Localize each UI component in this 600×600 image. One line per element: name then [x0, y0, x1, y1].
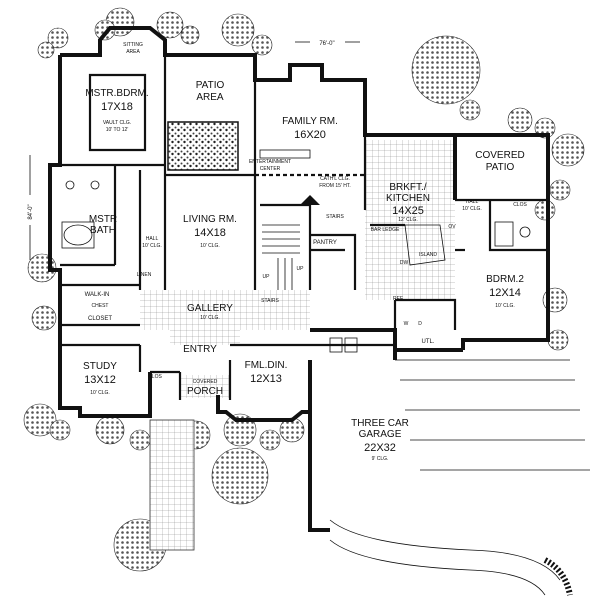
- gallery-name: GALLERY: [187, 303, 233, 314]
- cathedral-ceiling-label-2: FROM 15' HT.: [319, 183, 351, 189]
- master-bedroom-name: MSTR.BDRM.: [85, 88, 148, 99]
- patio-hedge: [167, 121, 239, 171]
- master-bedroom-note-2: 10' TO 12': [106, 127, 129, 133]
- sitting-area-label-2: AREA: [126, 49, 140, 55]
- kitchen-note: 12' CLG.: [398, 217, 418, 223]
- island-label: ISLAND: [419, 252, 437, 258]
- stairs-label-2: STAIRS: [261, 298, 279, 304]
- master-bedroom-size: 17X18: [101, 101, 133, 113]
- hall-right-note: 10' CLG.: [462, 206, 482, 212]
- kitchen-name-2: KITCHEN: [386, 193, 430, 204]
- walk-in-closet-label-2: CLOSET: [88, 316, 112, 322]
- entry-label: ENTRY: [183, 344, 217, 355]
- master-bath-label: MSTR: [89, 214, 117, 225]
- walk-in-closet-label: WALK-IN: [85, 292, 110, 298]
- entertainment-center-label-2: CENTER: [260, 166, 281, 172]
- hall-right-label: HALL: [466, 199, 479, 205]
- kitchen-size: 14X25: [392, 205, 424, 217]
- bedroom-2-name: BDRM.2: [486, 274, 524, 285]
- bedroom-2-size: 12X14: [489, 287, 521, 299]
- dimension-lines: [29, 41, 360, 260]
- bar-ledge-label: BAR LEDGE: [371, 227, 400, 233]
- up-label-1: UP: [263, 274, 271, 280]
- depth-dimension: 84'-0": [28, 204, 34, 219]
- dishwasher-label: DW: [400, 260, 409, 266]
- stairs-label: STAIRS: [326, 214, 344, 220]
- garage-size: 22X32: [364, 442, 396, 454]
- study-name: STUDY: [83, 361, 117, 372]
- living-room-note: 10' CLG.: [200, 243, 220, 249]
- gallery-note: 10' CLG.: [200, 315, 220, 321]
- width-dimension: 76'-0": [319, 41, 334, 47]
- chest-label: CHEST: [92, 303, 109, 309]
- living-room-name: LIVING RM.: [183, 214, 237, 225]
- up-label-2: UP: [297, 266, 305, 272]
- hall-left-label: HALL: [146, 236, 159, 242]
- utility-label: UTL.: [421, 339, 434, 345]
- covered-patio-label: COVERED: [475, 150, 524, 161]
- fixtures: [61, 149, 531, 353]
- bedroom-2-note: 10' CLG.: [495, 303, 515, 309]
- garage-name-2: GARAGE: [359, 429, 402, 440]
- entertainment-center-label: ENTERTAINMENT: [249, 159, 291, 165]
- front-walkway: [149, 419, 195, 551]
- pantry-label: PANTRY: [313, 240, 337, 246]
- living-room-size: 14X18: [194, 227, 226, 239]
- dryer-label: D: [418, 321, 422, 327]
- sitting-area-label: SITTING: [123, 42, 143, 48]
- driveway: [329, 359, 590, 596]
- porch-label-2: PORCH: [187, 386, 223, 397]
- tiled-floors: [140, 140, 455, 398]
- garage-name: THREE CAR: [351, 418, 409, 429]
- master-bath-label-2: BATH: [90, 225, 116, 236]
- dining-name: FML.DIN.: [245, 360, 288, 371]
- patio-area-label: PATIO: [196, 80, 225, 91]
- master-bedroom-note: VAULT CLG.: [103, 120, 131, 126]
- oven-label: OV: [448, 224, 456, 230]
- study-closet-label: CLOS: [148, 374, 162, 380]
- family-room-name: FAMILY RM.: [282, 116, 338, 127]
- patio-area-label-2: AREA: [196, 92, 224, 103]
- linen-label: LINEN: [137, 272, 152, 278]
- study-size: 13X12: [84, 374, 116, 386]
- family-room-size: 16X20: [294, 129, 326, 141]
- kitchen-name: BRKFT./: [389, 182, 426, 193]
- cathedral-ceiling-label: CATH'L CLG.: [320, 176, 350, 182]
- washer-label: W: [404, 321, 409, 327]
- refrigerator-label: REF: [393, 296, 403, 302]
- garage-note: 9' CLG.: [372, 456, 389, 462]
- covered-patio-label-2: PATIO: [486, 162, 515, 173]
- porch-label: COVERED: [193, 379, 218, 385]
- interior-walls: [60, 55, 548, 400]
- study-note: 10' CLG.: [90, 390, 110, 396]
- closet-right-label: CLOS: [513, 202, 527, 208]
- dining-size: 12X13: [250, 373, 282, 385]
- hall-left-note: 10' CLG.: [142, 243, 162, 249]
